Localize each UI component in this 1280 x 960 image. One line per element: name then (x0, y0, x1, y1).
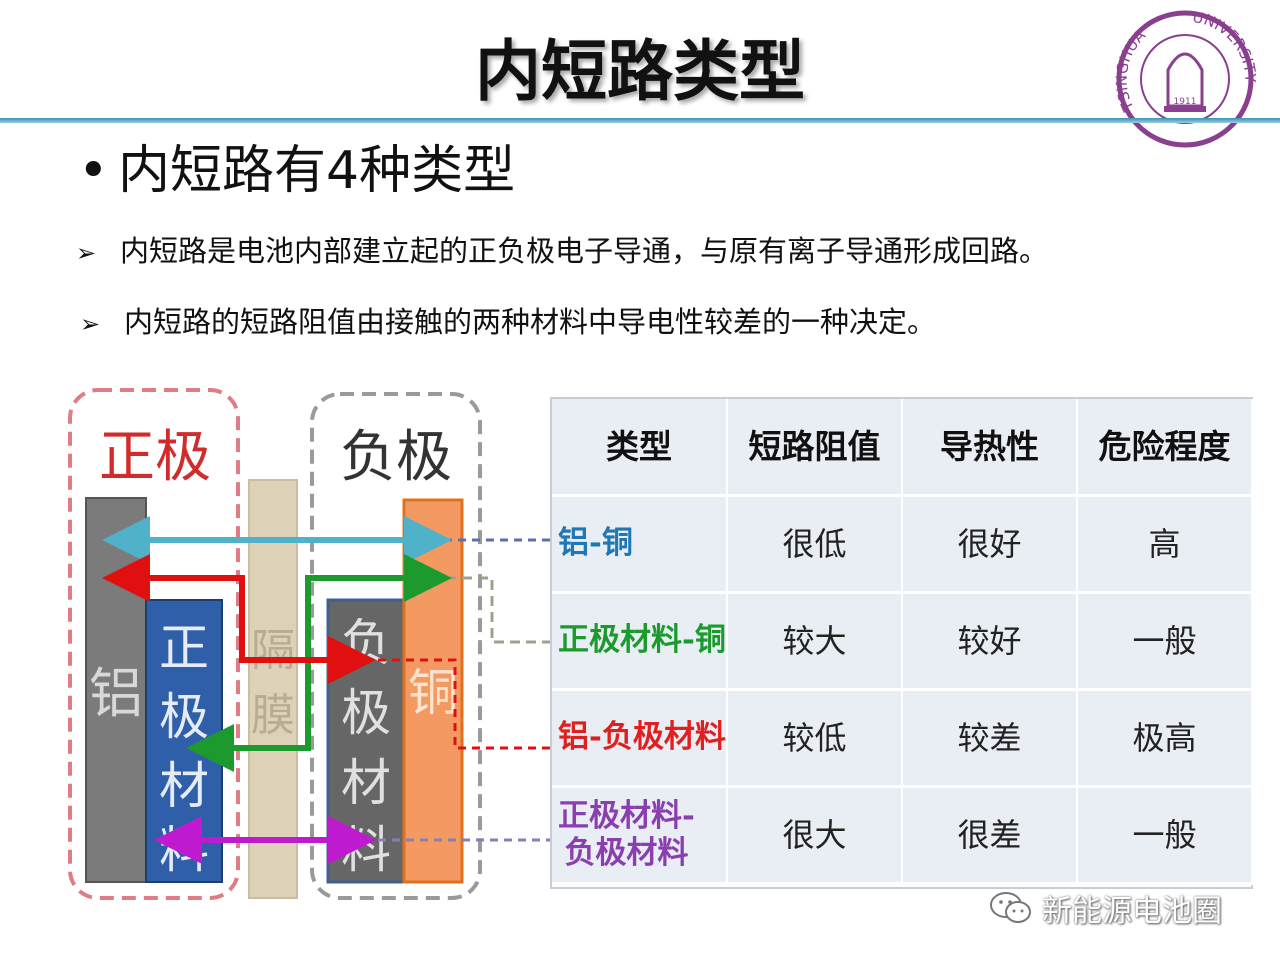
header-resistance: 短路阻值 (728, 399, 903, 497)
bullet-line-2: ➢ 内短路的短路阻值由接触的两种材料中导电性较差的一种决定。 (80, 299, 936, 341)
bullet-text-1: 内短路是电池内部建立起的正负极电子导通，与原有离子导通形成回路。 (120, 234, 1049, 268)
row-resistance-4: 很大 (728, 788, 903, 885)
row-type-2: 正极材料-铜 (552, 594, 728, 691)
slide-title: 内短路类型 (475, 33, 805, 110)
heading-text: 内短路有4种类型 (118, 141, 516, 201)
separator-char-1: 隔 (251, 625, 295, 676)
logo-year: 1911 (1174, 97, 1197, 107)
row-resistance-3: 较低 (728, 691, 903, 788)
separator-char-2: 膜 (251, 690, 295, 741)
bullet-line-1: ➢ 内短路是电池内部建立起的正负极电子导通，与原有离子导通形成回路。 (76, 228, 1048, 270)
arrow-bullet-icon: ➢ (76, 239, 97, 267)
wechat-icon (990, 892, 1031, 923)
row-resistance-1: 很低 (728, 497, 903, 594)
cathode-char-2: 极 (159, 688, 209, 746)
watermark-text: 新能源电池圈 (1042, 894, 1222, 929)
bullet-dot: • (78, 141, 109, 201)
logo-text-left: TSINGHUA (1114, 26, 1150, 115)
positive-group-label: 正极 (99, 425, 211, 490)
short-circuit-types-table: 类型 短路阻值 导热性 危险程度 铝-铜 很低 很好 高 正极材料-铜 较大 较… (550, 397, 1253, 889)
row-thermal-4: 很差 (903, 788, 1078, 885)
header-thermal: 导热性 (903, 399, 1078, 497)
anode-char-1: 负 (341, 614, 391, 672)
cathode-char-3: 材 (159, 757, 209, 815)
row-danger-4: 一般 (1078, 788, 1253, 885)
tsinghua-logo: 1911 TSINGHUA UNIVERSITY (1114, 8, 1256, 148)
bullet-text-2: 内短路的短路阻值由接触的两种材料中导电性较差的一种决定。 (124, 305, 937, 339)
row-thermal-2: 较好 (903, 594, 1078, 691)
short-circuit-diagram: 正极 负极 铝 正 极 材 料 隔 膜 负 极 材 料 铜 (68, 388, 552, 900)
header-type: 类型 (552, 399, 728, 497)
arrow-al-anode (102, 554, 376, 684)
connector-al-anode (350, 658, 552, 750)
cathode-char-4: 料 (159, 821, 209, 879)
negative-group-label: 负极 (340, 425, 452, 490)
section-heading: •内短路有4种类型 (78, 128, 515, 203)
row-danger-1: 高 (1078, 497, 1253, 594)
row-resistance-2: 较大 (728, 594, 903, 691)
row-type-3: 铝-负极材料 (552, 691, 728, 788)
title-divider (0, 118, 1280, 123)
copper-label: 铜 (408, 664, 458, 722)
arrow-bullet-icon: ➢ (80, 310, 101, 338)
row-thermal-1: 很好 (903, 497, 1078, 594)
wechat-watermark: 新能源电池圈 (988, 886, 1222, 930)
anode-char-2: 极 (341, 684, 391, 742)
negative-group-outline (310, 392, 482, 900)
row-thermal-3: 较差 (903, 691, 1078, 788)
header-danger: 危险程度 (1078, 399, 1253, 497)
aluminum-label: 铝 (89, 662, 143, 725)
row-type-4: 正极材料- 负极材料 (552, 788, 728, 885)
svg-text:TSINGHUA: TSINGHUA (1114, 26, 1150, 115)
cathode-char-1: 正 (159, 619, 209, 677)
row-danger-3: 极高 (1078, 691, 1253, 788)
anode-char-3: 材 (341, 754, 391, 812)
anode-char-4: 料 (341, 821, 391, 879)
row-type-1: 铝-铜 (552, 497, 728, 594)
row-danger-2: 一般 (1078, 594, 1253, 691)
